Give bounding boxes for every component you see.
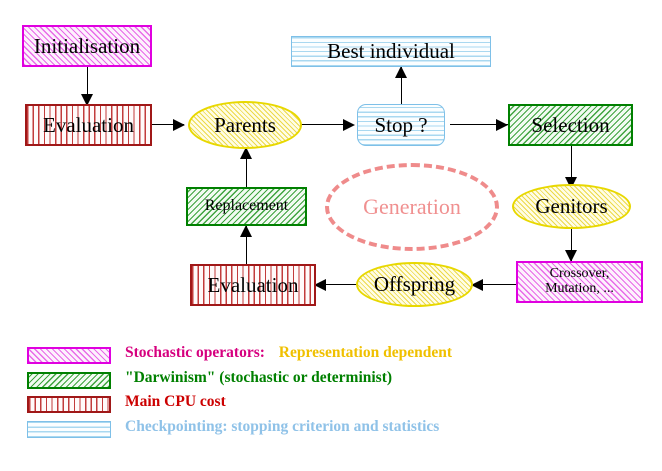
- node-selection[interactable]: Selection: [508, 104, 633, 146]
- edge-genitors-to-crossover: [571, 229, 573, 261]
- arrowhead-parents-to-stop: [343, 119, 355, 131]
- edge-offspring-to-evaluation: [316, 284, 358, 286]
- node-crossover-mutation[interactable]: Crossover, Mutation, ...: [516, 261, 643, 303]
- edge-parents-to-stop: [300, 124, 352, 126]
- edge-selection-to-genitors: [571, 145, 573, 183]
- legend-swatch-main-cpu-cost: [27, 396, 111, 413]
- legend-label-representation-dependent-text: Representation dependent: [278, 344, 453, 361]
- generation-loop-annotation: Generation: [325, 163, 499, 251]
- node-evaluation-top[interactable]: Evaluation: [25, 104, 152, 146]
- node-initialisation-label: Initialisation: [33, 33, 141, 58]
- node-replacement-label: Replacement: [204, 197, 289, 215]
- node-genitors-label: Genitors: [535, 194, 608, 219]
- arrowhead-evaluation-to-replacement: [240, 225, 252, 237]
- node-parents-label: Parents: [214, 112, 276, 137]
- node-evaluation-bottom-label: Evaluation: [207, 272, 299, 297]
- legend-label-checkpointing: Checkpointing: stopping criterion and st…: [125, 418, 440, 435]
- edge-evaluation-to-parents: [152, 124, 184, 126]
- arrowhead-evaluation-to-parents: [173, 119, 185, 131]
- arrowhead-stop-to-best-individual: [395, 66, 407, 78]
- legend-label-stochastic-operators-text: Stochastic operators:: [125, 344, 265, 361]
- legend-label-main-cpu-cost: Main CPU cost: [125, 393, 226, 410]
- arrowhead-crossover-to-offspring: [471, 279, 483, 291]
- legend-swatch-stochastic-operators: [27, 347, 111, 364]
- node-best-individual-label: Best individual: [327, 39, 455, 64]
- edge-stop-to-best-individual: [401, 67, 403, 105]
- node-crossover-label-line1: Crossover,: [549, 266, 610, 282]
- node-stop[interactable]: Stop ?: [357, 104, 445, 146]
- arrowhead-stop-to-selection: [496, 119, 508, 131]
- edge-stop-to-selection: [450, 124, 508, 126]
- arrowhead-genitors-to-crossover: [565, 250, 577, 262]
- legend-label-stochastic-operators: Stochastic operators: Representation dep…: [125, 344, 452, 362]
- legend-label-darwinism: "Darwinism" (stochastic or determinist): [125, 369, 393, 386]
- node-evaluation-top-label: Evaluation: [43, 112, 134, 137]
- edge-initialisation-to-evaluation: [87, 67, 89, 97]
- edge-replacement-to-parents: [246, 149, 248, 189]
- node-offspring[interactable]: Offspring: [356, 262, 473, 307]
- node-stop-label: Stop ?: [374, 112, 428, 137]
- generation-label: Generation: [363, 194, 461, 219]
- node-replacement[interactable]: Replacement: [186, 187, 307, 226]
- node-selection-label: Selection: [531, 112, 610, 137]
- node-evaluation-bottom[interactable]: Evaluation: [190, 264, 316, 306]
- arrowhead-replacement-to-parents: [240, 147, 252, 159]
- edge-evaluation-to-replacement: [246, 226, 248, 266]
- node-initialisation[interactable]: Initialisation: [22, 25, 152, 67]
- legend-swatch-darwinism: [27, 372, 111, 389]
- node-parents[interactable]: Parents: [188, 101, 302, 149]
- edge-crossover-to-offspring: [474, 284, 516, 286]
- node-best-individual[interactable]: Best individual: [291, 36, 491, 67]
- node-genitors[interactable]: Genitors: [512, 184, 631, 229]
- arrowhead-initialisation-to-evaluation: [81, 94, 93, 106]
- arrowhead-offspring-to-evaluation: [314, 279, 326, 291]
- node-offspring-label: Offspring: [373, 272, 456, 297]
- legend-swatch-checkpointing: [27, 421, 111, 438]
- node-crossover-label-line2: Mutation, ...: [545, 281, 614, 296]
